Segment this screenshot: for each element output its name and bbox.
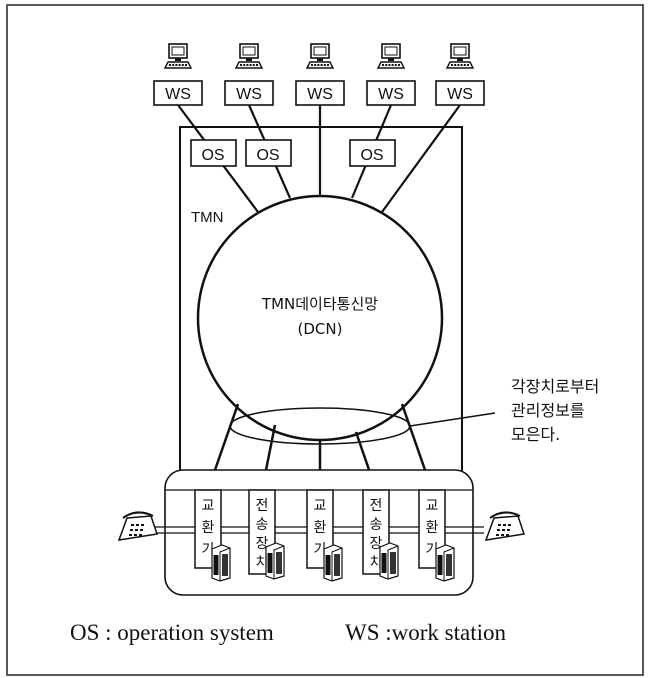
workstation[interactable]: WS xyxy=(154,44,202,105)
telephone-icon xyxy=(486,512,524,540)
os-label: OS xyxy=(360,147,383,164)
equipment-char: 환 xyxy=(426,520,439,536)
ws-label: WS xyxy=(165,86,191,103)
computer-icon xyxy=(236,44,262,68)
computer-icon xyxy=(447,44,473,68)
equipment-cabinet-icon xyxy=(212,545,230,581)
legend-os: OS : operation system xyxy=(70,620,274,645)
computer-icon xyxy=(165,44,191,68)
equipment-char: 송 xyxy=(370,517,383,533)
equipment-cabinet-icon xyxy=(436,545,454,581)
dcn-title: TMN데이타통신망 xyxy=(261,295,378,313)
ws-label: WS xyxy=(236,86,262,103)
annotation-line-1: 각장치로부터 xyxy=(511,377,599,396)
equipment-char: 송 xyxy=(256,517,269,533)
equipment-char: 전 xyxy=(370,498,383,514)
telephone-icon xyxy=(119,512,157,540)
tmn-label: TMN xyxy=(191,209,224,226)
workstation[interactable]: WS xyxy=(225,44,273,105)
workstation[interactable]: WS xyxy=(296,44,344,105)
workstation[interactable]: WS xyxy=(367,44,415,105)
computer-icon xyxy=(378,44,404,68)
equipment-char: 교 xyxy=(314,498,327,514)
workstations-group: WS WS WS WS WS xyxy=(154,44,484,105)
ws-label: WS xyxy=(378,86,404,103)
computer-icon xyxy=(307,44,333,68)
ws-label: WS xyxy=(447,86,473,103)
workstation[interactable]: WS xyxy=(436,44,484,105)
equipment-char: 교 xyxy=(202,498,215,514)
os-label: OS xyxy=(256,147,279,164)
os-label: OS xyxy=(201,147,224,164)
equipment-char: 환 xyxy=(202,520,215,536)
legend-ws: WS :work station xyxy=(345,620,506,645)
equipment-char: 교 xyxy=(426,498,439,514)
ws-label: WS xyxy=(307,86,333,103)
equipment-cabinet-icon xyxy=(266,543,284,579)
annotation-line-2: 관리정보를 xyxy=(511,401,585,420)
equipment-cabinet-icon xyxy=(380,543,398,579)
equipment-char: 전 xyxy=(256,498,269,514)
dcn-subtitle: (DCN) xyxy=(298,320,343,338)
dcn-circle xyxy=(198,196,442,440)
equipment-cabinet-icon xyxy=(324,545,342,581)
equipment-char: 환 xyxy=(314,520,327,536)
annotation-line-3: 모은다. xyxy=(511,425,560,444)
